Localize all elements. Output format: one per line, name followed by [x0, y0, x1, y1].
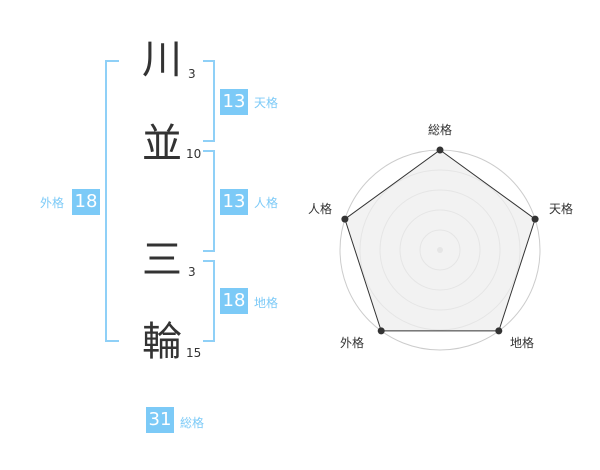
chikaku-bracket [203, 260, 215, 342]
radar-axis-label-tenkaku: 天格 [549, 202, 574, 216]
name-char-3: 三 [142, 237, 182, 283]
name-char-4: 輪 [142, 319, 182, 365]
radar-axis-label-soukaku: 総格 [428, 123, 453, 137]
gaikaku-value: 18 [72, 189, 100, 215]
tenkaku-value: 13 [220, 89, 248, 115]
jinkaku-bracket [203, 150, 215, 252]
jinkaku-label: 人格 [254, 196, 279, 210]
radar-vertex-3 [377, 327, 385, 335]
radar-polygon [344, 149, 536, 332]
stroke-count-4: 15 [186, 346, 202, 360]
radar-vertex-1 [531, 215, 539, 223]
name-char-1: 川 [142, 37, 182, 83]
soukaku-value: 31 [146, 407, 174, 433]
radar-vertex-2 [495, 327, 503, 335]
jinkaku-value: 13 [220, 189, 248, 215]
stroke-count-2: 10 [186, 147, 202, 161]
gaikaku-bracket [105, 60, 119, 342]
chikaku-label: 地格 [254, 296, 279, 310]
stroke-count-1: 3 [188, 67, 196, 81]
radar-axis-label-chikaku: 地格 [510, 336, 535, 350]
tenkaku-label: 天格 [254, 96, 279, 110]
chikaku-value: 18 [220, 288, 248, 314]
radar-vertex-4 [341, 215, 349, 223]
radar-axis-label-jinkaku: 人格 [308, 202, 333, 216]
tenkaku-bracket [203, 60, 215, 142]
radar-axis-label-gaikaku: 外格 [340, 336, 365, 350]
radar-vertex-0 [436, 146, 444, 154]
name-char-2: 並 [142, 121, 182, 167]
gaikaku-label: 外格 [40, 196, 65, 210]
stroke-count-3: 3 [188, 265, 196, 279]
soukaku-label: 総格 [180, 416, 205, 430]
